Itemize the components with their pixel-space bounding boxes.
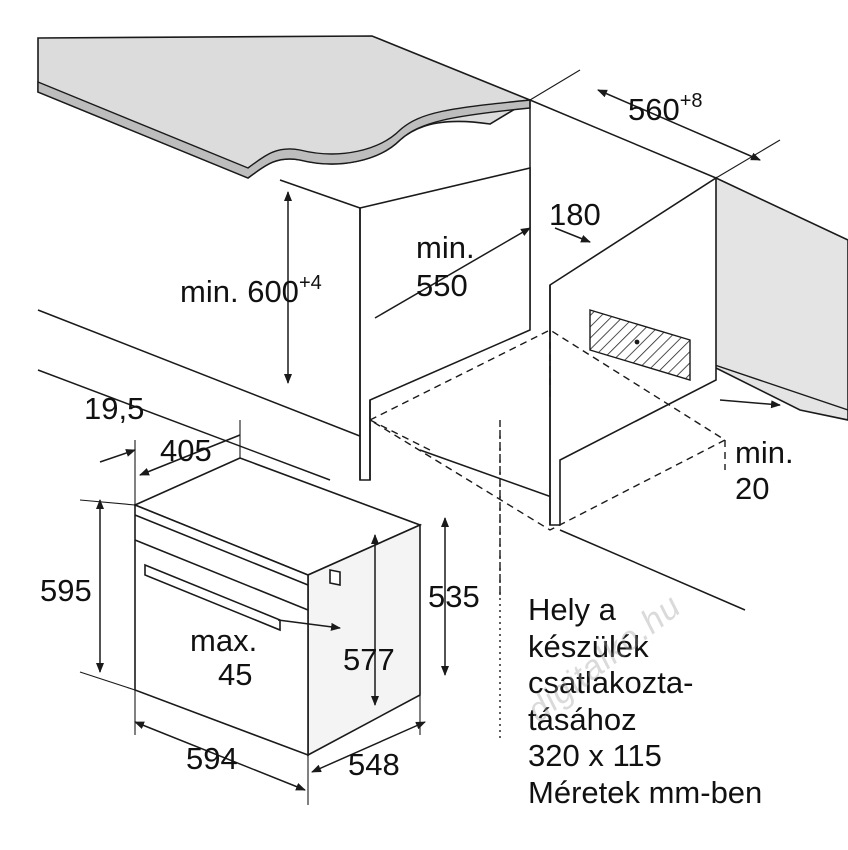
label-width-total: 594 [186, 741, 238, 776]
label-handle-value: 45 [218, 657, 253, 692]
label-vent: 180 [549, 197, 601, 232]
label-min-height: min. 600+4 [180, 266, 322, 309]
label-height-body: 535 [428, 579, 480, 614]
label-depth-min-value: 550 [416, 268, 468, 303]
label-min-height-value: 600 [247, 274, 299, 309]
label-handle-prefix: max. [190, 623, 258, 658]
label-gap-min-value: 20 [735, 471, 770, 506]
connection-note: Hely a készülék csatlakozta- tásához 320… [528, 592, 762, 811]
label-front-offset: 19,5 [84, 391, 145, 426]
label-width-cutout-tolerance: +8 [679, 90, 703, 112]
note-line: Hely a [528, 592, 616, 627]
label-depth-total: 548 [348, 747, 400, 782]
oven [132, 457, 423, 757]
label-min-height-prefix: min. [180, 274, 239, 309]
label-min-height-tolerance: +4 [298, 272, 322, 294]
connection-box [589, 309, 691, 381]
note-line: tásához [528, 701, 637, 737]
label-depth-body: 405 [160, 433, 212, 468]
label-height-total: 595 [40, 573, 92, 608]
note-line: Méretek mm-ben [528, 774, 763, 810]
label-width-cutout-value: 560 [628, 92, 680, 127]
label-gap-min-prefix: min. [735, 435, 794, 470]
note-line: csatlakozta- [528, 665, 694, 700]
note-line: 320 x 115 [528, 738, 662, 773]
note-line: készülék [528, 628, 649, 664]
cabinet-left-side [279, 166, 531, 481]
label-height-inner: 577 [343, 642, 395, 677]
dimension-lines [96, 89, 781, 791]
label-width-cutout: 560+8 [628, 84, 703, 127]
label-depth-min-prefix: min. [416, 230, 475, 265]
extension-lines [79, 69, 781, 805]
worktop [37, 35, 532, 179]
